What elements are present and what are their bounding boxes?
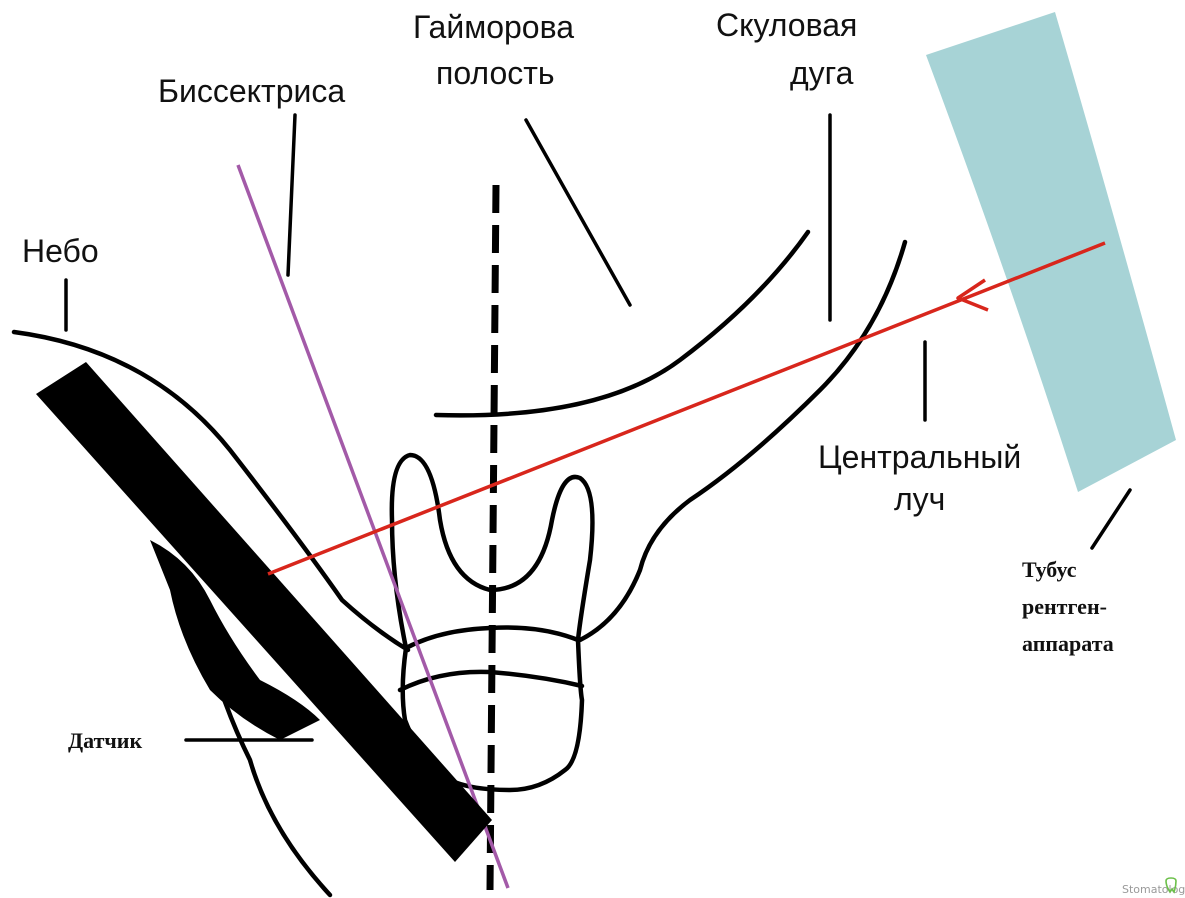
- watermark: Stomatology: [1122, 883, 1185, 896]
- label-central-ray-2: луч: [894, 481, 945, 517]
- label-bisector: Биссектриса: [158, 73, 345, 109]
- maxillary-sinus-curve: [433, 229, 811, 418]
- xray-tube: [926, 12, 1176, 492]
- zygomatic-arch-curve: [577, 239, 908, 643]
- tooth-logo-icon: [1165, 877, 1177, 894]
- label-sensor: Датчик: [68, 728, 142, 753]
- central-ray-arrowhead: [956, 278, 989, 312]
- palate-outline: [11, 329, 411, 653]
- label-zygomatic-arch-1: Скуловая: [716, 7, 857, 43]
- label-zygomatic-arch-2: дуга: [790, 55, 854, 91]
- bisector-line: [236, 164, 510, 889]
- sensor-holder: [150, 540, 320, 740]
- label-tube-1: Тубус: [1022, 557, 1077, 582]
- label-tube-2: рентген-: [1022, 594, 1107, 619]
- label-maxillary-sinus-2: полость: [436, 55, 555, 91]
- label-central-ray-1: Центральный: [818, 439, 1021, 475]
- bisector-leader: [286, 113, 297, 277]
- sensor-plate: [36, 362, 492, 862]
- central-ray-line: [267, 241, 1106, 576]
- tube-leader: [1090, 488, 1132, 550]
- label-maxillary-sinus-1: Гайморова: [413, 9, 574, 45]
- tooth-axis-dashed-line: [486, 184, 500, 891]
- maxillary-sinus-leader: [524, 118, 632, 307]
- label-palate: Небо: [22, 233, 99, 269]
- label-tube-3: аппарата: [1022, 631, 1114, 656]
